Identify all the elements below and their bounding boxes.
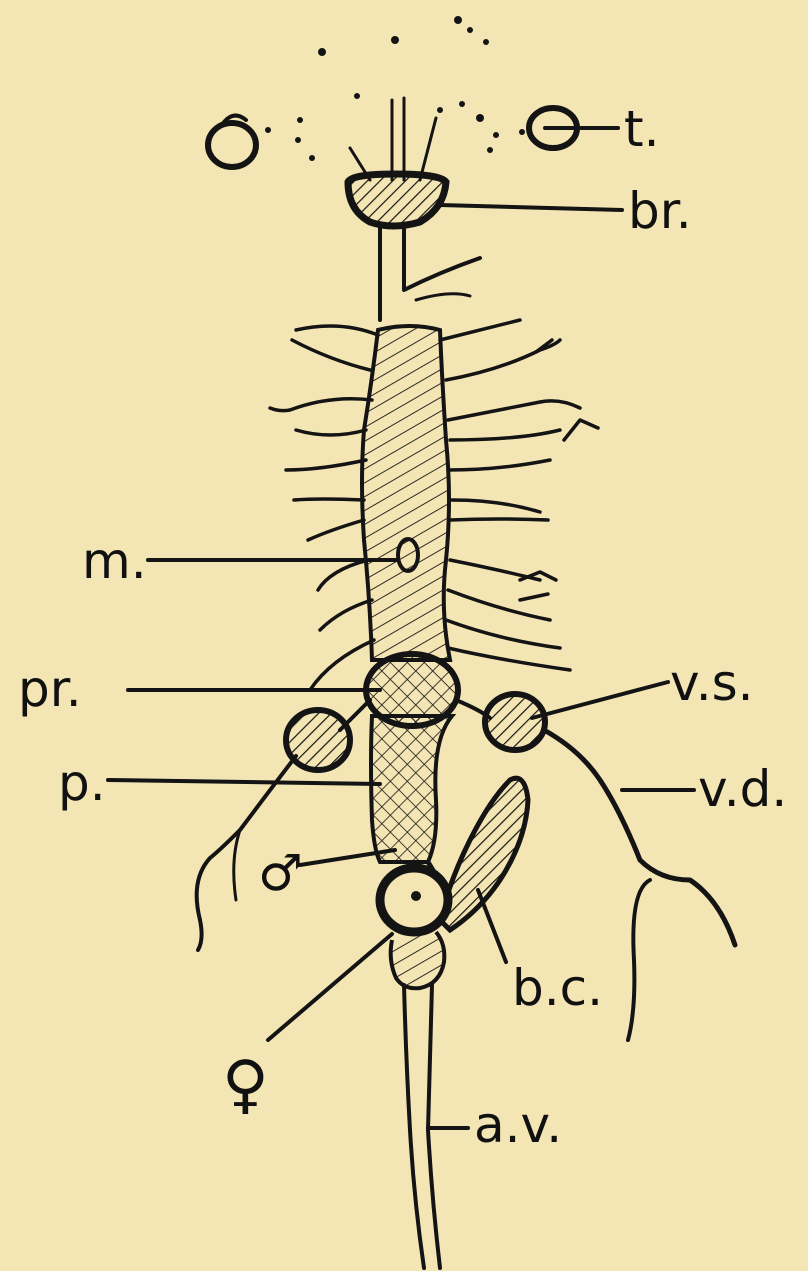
vs-leader-line [532,682,668,718]
genital-pore [411,891,421,901]
female-gland [391,932,445,988]
brain-leader-line [440,205,622,210]
vas-deferens-right-loop [628,880,650,1040]
label-male: ♂ [258,844,303,902]
seminal-vesicle-right [485,694,545,750]
female-leader-line [268,934,392,1040]
label-av: a.v. [474,1096,562,1154]
label-female: ♀ [222,1048,269,1122]
neck [380,226,480,320]
label-br: br. [628,182,692,240]
penis-leader-line [108,780,380,784]
label-vd: v.d. [698,760,787,818]
intestine [362,326,450,660]
label-vs: v.s. [670,654,754,712]
brain [348,174,446,226]
vas-deferens-left-branch [234,830,240,900]
seminal-vesicle-left [286,710,350,770]
tentacle-right [529,108,618,148]
tentacle-left [208,115,256,167]
label-bc: b.c. [512,959,603,1017]
penis [371,716,452,862]
label-pr: pr. [18,660,82,718]
label-t: t. [624,100,660,158]
label-p: p. [58,754,106,812]
ink-dots [265,16,525,161]
accessory-vessel [404,985,424,1268]
anterior-nerves [350,98,436,180]
label-m: m. [82,532,147,590]
bc-leader-line [478,890,506,962]
